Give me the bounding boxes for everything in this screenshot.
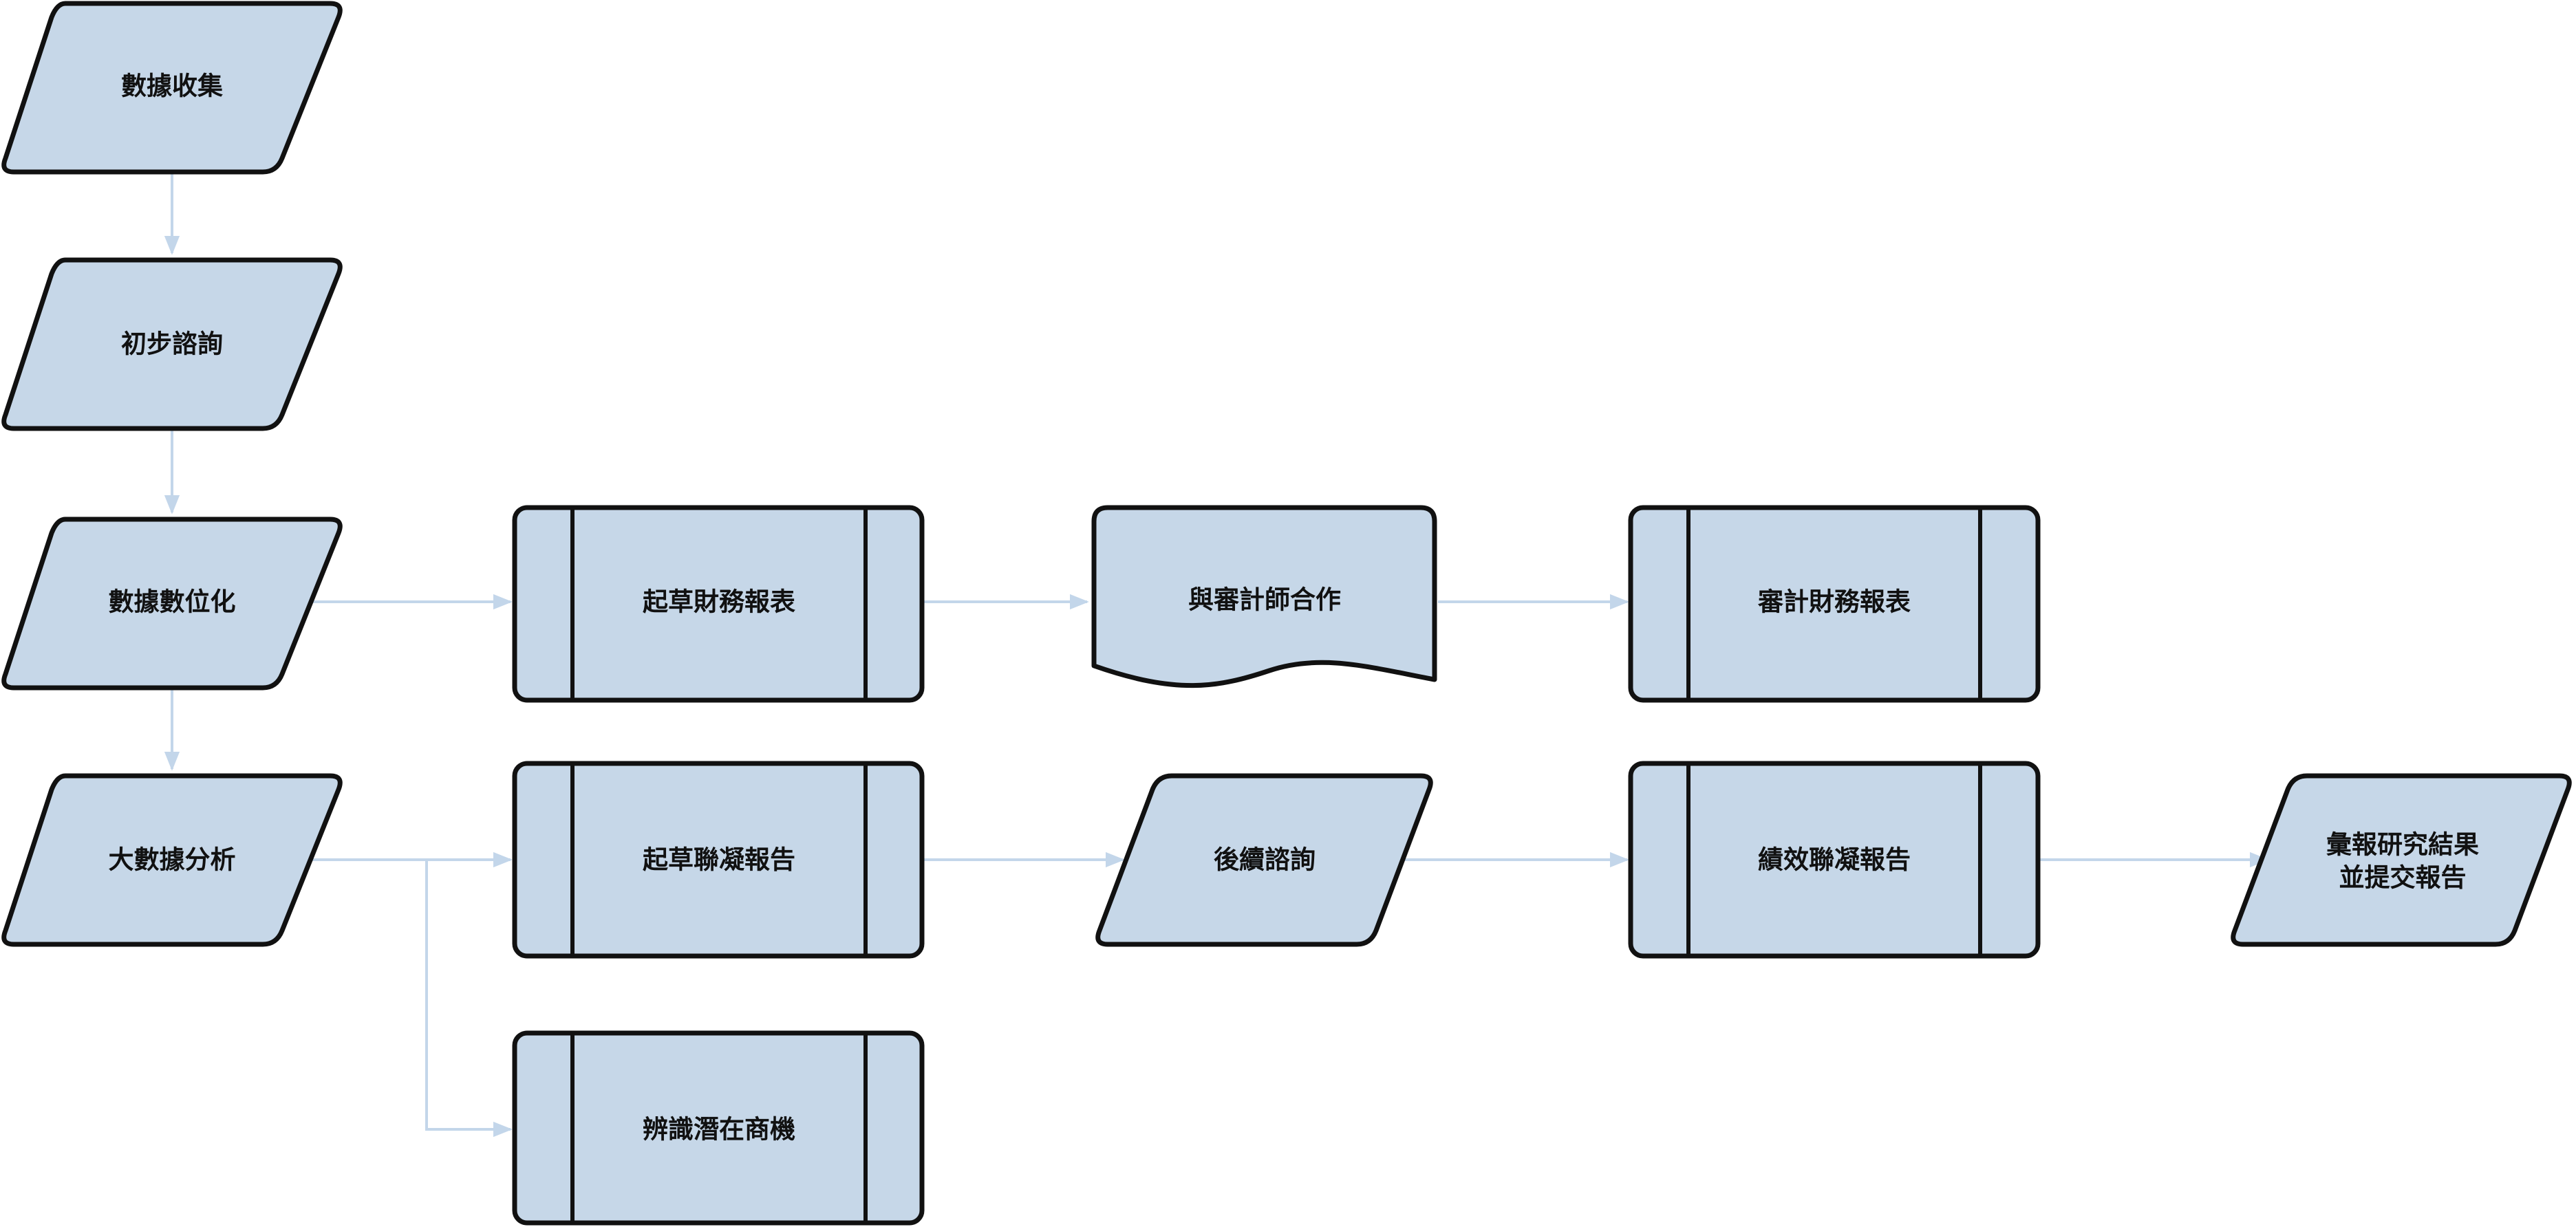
node-present-results[interactable]: 彙報研究結果 並提交報告 (2231, 773, 2572, 947)
node-performance-joint-report[interactable]: 績效聯凝報告 (1628, 761, 2041, 959)
node-work-with-auditor[interactable]: 與審計師合作 (1091, 505, 1437, 688)
node-label: 數據數位化 (109, 587, 236, 617)
node-label: 起草聯凝報告 (643, 845, 795, 875)
edge-big-data-to-opportunities (425, 860, 513, 1138)
node-label: 審計財務報表 (1757, 587, 1911, 617)
node-label: 初步諮詢 (121, 329, 223, 359)
node-draft-joint-report[interactable]: 起草聯凝報告 (512, 761, 925, 959)
node-followup-consult[interactable]: 後續諮詢 (1095, 773, 1433, 947)
node-data-digitization[interactable]: 數據數位化 (1, 517, 343, 691)
node-draft-financial-statements[interactable]: 起草財務報表 (512, 505, 925, 703)
node-label: 辨識潛在商機 (643, 1115, 795, 1144)
node-label-line2: 並提交報告 (2339, 863, 2467, 893)
node-label: 數據收集 (121, 72, 223, 101)
node-label: 大數據分析 (109, 845, 236, 875)
node-audit-financial-statements[interactable]: 審計財務報表 (1628, 505, 2041, 703)
node-label: 起草財務報表 (643, 587, 795, 617)
node-label: 後續諮詢 (1214, 845, 1316, 875)
connectors (164, 172, 2269, 1138)
node-label: 與審計師合作 (1188, 585, 1341, 615)
node-label-line1: 彙報研究結果 (2326, 830, 2479, 860)
node-big-data-analysis[interactable]: 大數據分析 (1, 773, 343, 947)
node-data-collection[interactable]: 數據收集 (1, 1, 343, 175)
node-identify-opportunities[interactable]: 辨識潛在商機 (512, 1030, 925, 1226)
node-initial-consult[interactable]: 初步諮詢 (1, 257, 343, 431)
node-label: 績效聯凝報告 (1758, 845, 1911, 875)
